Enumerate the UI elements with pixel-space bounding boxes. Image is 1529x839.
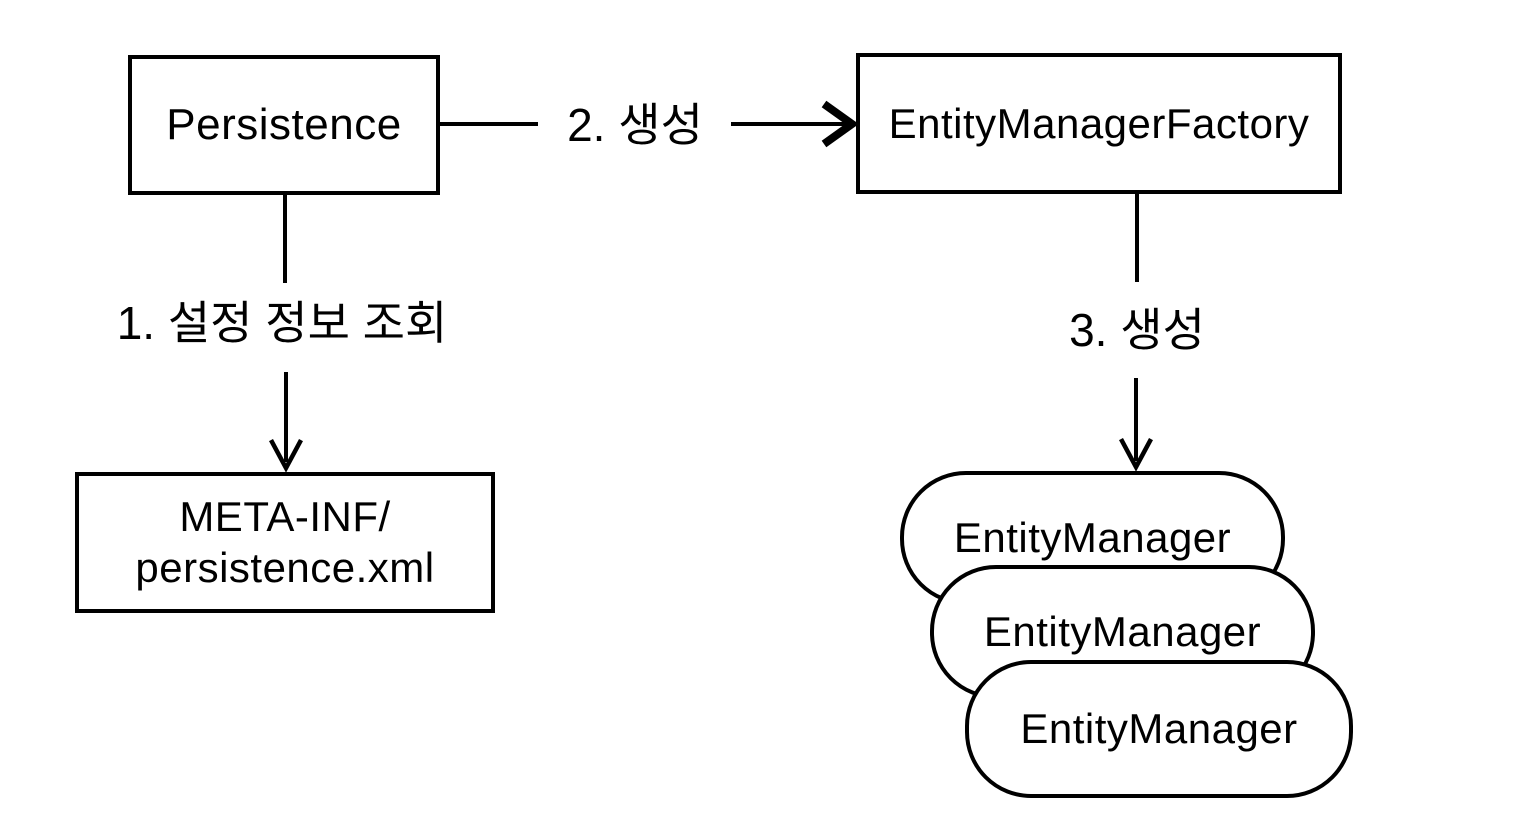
entity-manager-node-2-label: EntityManager <box>983 608 1262 655</box>
step3-arrowhead-icon <box>1119 437 1153 472</box>
entity-manager-node-1-label: EntityManager <box>953 514 1232 561</box>
entity-manager-factory-node-label: EntityManagerFactory <box>888 99 1310 147</box>
step1-edge-label: 1. 설정 정보 조회 <box>116 297 448 349</box>
meta-inf-node-label-line1: META-INF/ <box>179 493 391 541</box>
entity-manager-node-3-label: EntityManager <box>1020 705 1298 752</box>
entity-manager-node-3: EntityManager <box>965 660 1353 798</box>
step1-arrowhead-icon <box>269 438 303 473</box>
meta-inf-node-label-line2: persistence.xml <box>135 543 435 591</box>
persistence-node-label: Persistence <box>166 100 402 149</box>
step2-edge-label: 2. 생성 <box>567 99 703 151</box>
entity-manager-factory-node: EntityManagerFactory <box>856 53 1342 194</box>
persistence-node: Persistence <box>128 55 440 195</box>
meta-inf-persistence-xml-node: META-INF/ persistence.xml <box>75 472 495 613</box>
step3-edge-label: 3. 생성 <box>1069 304 1205 356</box>
step2-arrowhead-icon <box>821 100 859 148</box>
